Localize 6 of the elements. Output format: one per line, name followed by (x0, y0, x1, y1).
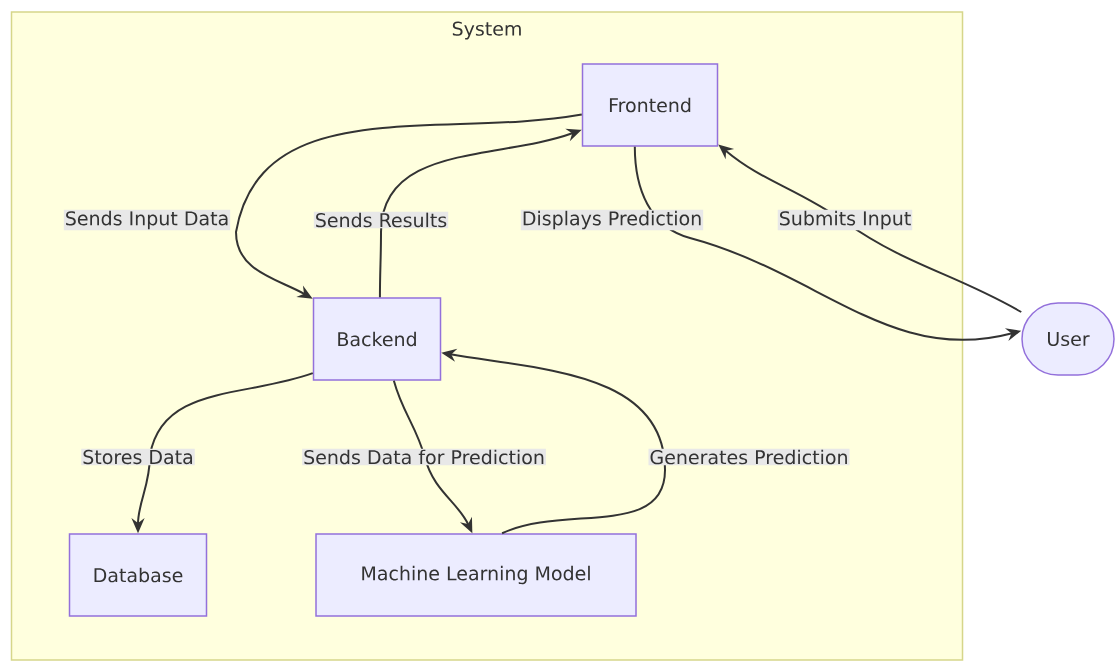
process-box: Backend (312, 297, 442, 381)
arrow (235, 113, 583, 299)
actor-node: User (1021, 302, 1115, 376)
process-box: Machine Learning Model (315, 533, 637, 617)
process-box: Frontend (581, 63, 719, 147)
process-box: Database (68, 533, 208, 617)
